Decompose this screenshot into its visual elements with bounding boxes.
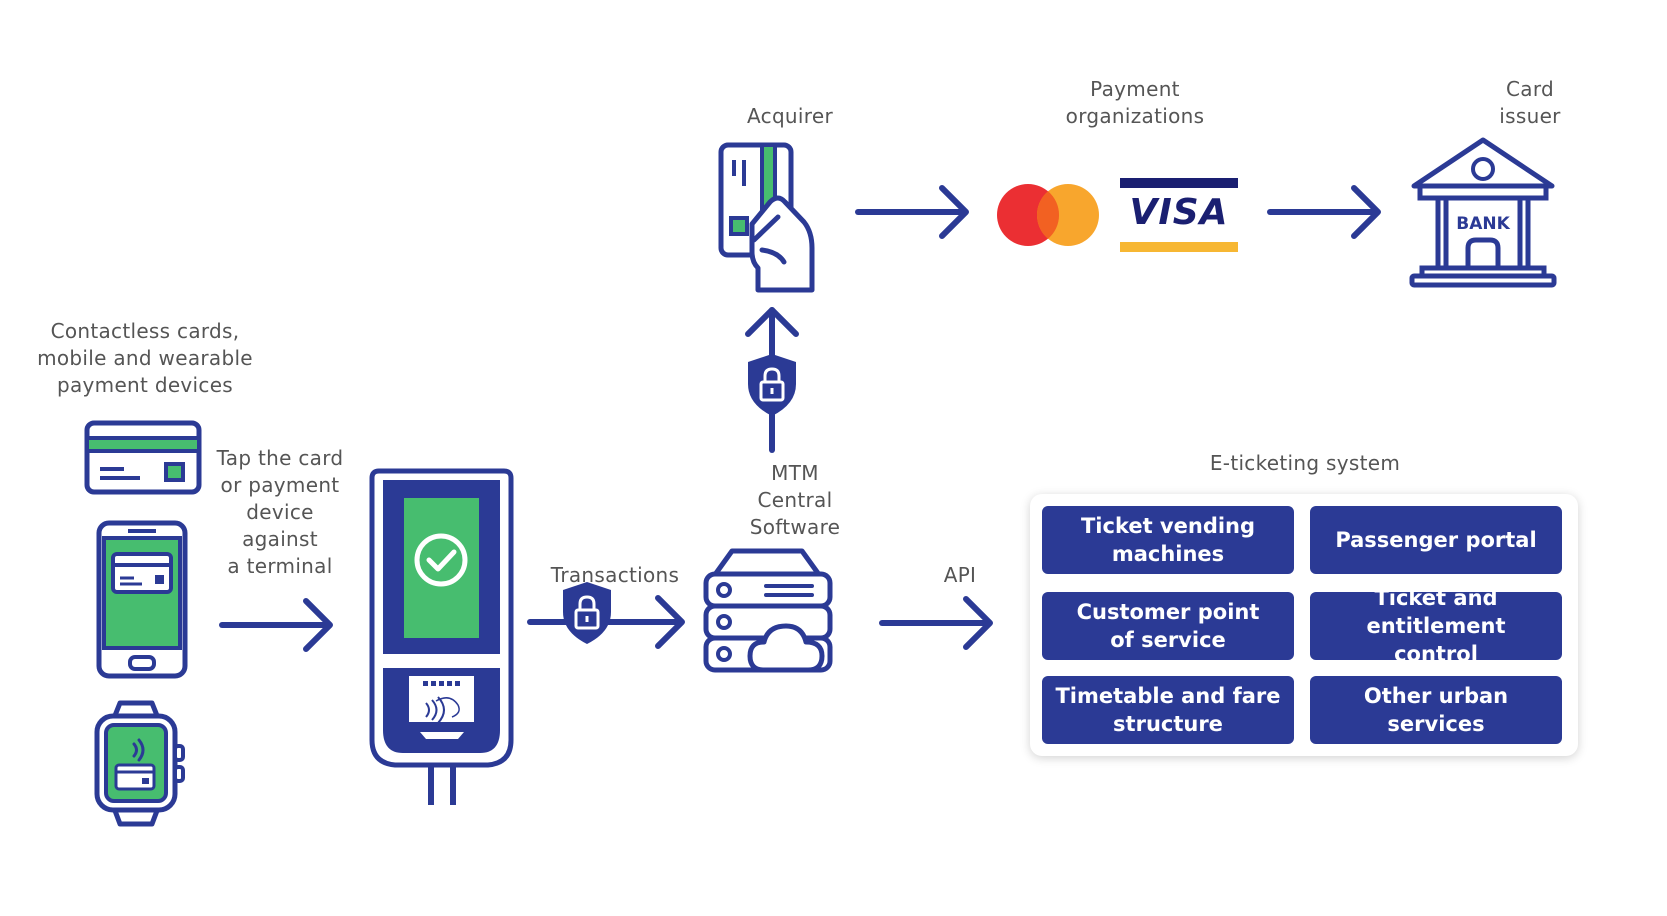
module-other-urban-services: Other urban services [1310,676,1562,744]
module-customer-point-of-service: Customer point of service [1042,592,1294,660]
devices-label: Contactless cards, mobile and wearable p… [37,319,253,397]
module-passenger-portal: Passenger portal [1310,506,1562,574]
card-issuer-label: Card issuer [1499,77,1561,128]
visa-bottom-bar [1120,242,1238,252]
payment-organizations-label: Payment organizations [1065,77,1205,128]
bank-building-icon: BANK [1409,137,1557,288]
module-ticket-entitlement-control: Ticket and entitlement control [1310,586,1562,666]
e-ticketing-panel: Ticket vending machines Passenger portal… [1030,494,1578,756]
api-label: API [943,563,977,587]
api-arrow [879,596,993,650]
secure-lock-shield-icon [563,582,611,644]
e-ticketing-label: E-ticketing system [1209,451,1401,475]
mtm-software-label: MTM Central Software [749,461,841,539]
transactions-label: Transactions [550,563,680,587]
visa-top-bar [1120,178,1238,188]
acquirer-card-hand-icon [718,142,815,293]
arrow-devices-to-terminal [219,598,333,652]
acquirer-label: Acquirer [747,104,833,128]
arrow-acquirer-to-payment-orgs [855,185,969,239]
smartwatch-icon [94,700,185,827]
contactless-card-icon [84,420,202,495]
visa-wordmark: VISA [1129,192,1229,233]
module-ticket-vending-machines: Ticket vending machines [1042,506,1294,574]
mastercard-logo-icon [997,184,1099,246]
visa-logo: VISA [1120,178,1238,254]
mtm-server-cloud-icon [703,548,833,673]
secure-lock-shield-icon [748,354,796,416]
smartphone-icon [96,520,188,679]
module-timetable-fare-structure: Timetable and fare structure [1042,676,1294,744]
payment-terminal-icon [369,468,514,805]
arrow-payment-orgs-to-issuer [1267,185,1381,239]
bank-text: BANK [1456,214,1510,234]
tap-instruction-label: Tap the card or payment device against a… [216,446,344,578]
